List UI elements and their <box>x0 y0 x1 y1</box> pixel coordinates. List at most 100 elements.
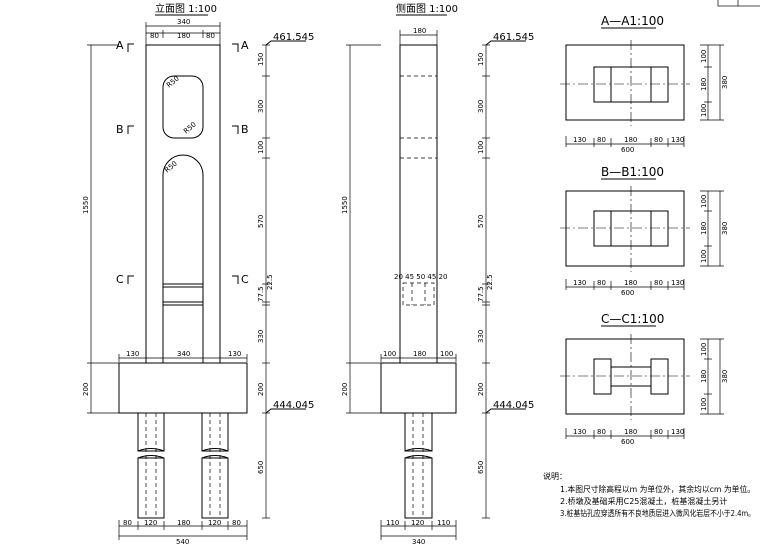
dim-front-seg-300: 300 <box>257 100 265 113</box>
dim-b-130-right: 130 <box>671 279 684 287</box>
dim-side-cap-100-right: 100 <box>440 350 453 358</box>
svg-text:444.045: 444.045 <box>273 400 314 411</box>
svg-text:461.545: 461.545 <box>273 32 314 43</box>
dim-bottom-80-left: 80 <box>123 519 132 527</box>
dim-a-130-right: 130 <box>671 136 684 144</box>
dim-b-v100-bottom: 100 <box>700 250 708 263</box>
svg-text:A: A <box>241 39 249 52</box>
title-block-fragment <box>717 0 760 7</box>
dim-side-seg-570: 570 <box>477 215 485 228</box>
dim-c-total: 600 <box>621 438 634 446</box>
dim-bottom-180: 180 <box>177 519 190 527</box>
svg-text:B: B <box>241 123 249 136</box>
dim-front-seg-150: 150 <box>257 53 265 66</box>
dim-front-seg-775: 77.5 <box>257 286 265 302</box>
section-a-view: A—A1:100 130 80 180 80 130 600 100 180 1… <box>560 14 729 154</box>
dim-side-seg-200: 200 <box>477 383 485 396</box>
svg-text:A: A <box>116 39 124 52</box>
side-pile <box>404 412 433 519</box>
dim-a-80-right: 80 <box>654 136 663 144</box>
dim-c-v100-bottom: 100 <box>700 398 708 411</box>
pile-left <box>137 412 165 519</box>
radius-label-b: R50 <box>182 121 198 136</box>
side-beam-detail <box>402 282 435 306</box>
dim-bottom-total: 540 <box>176 538 189 546</box>
notes-line-3: 3.桩基钻孔应穿透所有不良地质层进入微风化岩层不小于2.4m。 <box>560 508 755 518</box>
section-marker-c: C C <box>116 273 249 286</box>
dim-a-v100-bottom: 100 <box>700 104 708 117</box>
section-c-view: C—C1:100 130 80 180 80 130 600 100 180 1… <box>560 312 729 446</box>
dim-c-130-right: 130 <box>671 428 684 436</box>
dim-side-cap-180: 180 <box>413 350 426 358</box>
dim-side-bottom-total: 340 <box>412 538 425 546</box>
svg-text:C: C <box>116 273 124 286</box>
radius-label-c: R50 <box>163 160 179 175</box>
side-pile-cap <box>380 362 457 414</box>
dim-cap-130-left: 130 <box>126 350 139 358</box>
dim-b-v180: 180 <box>700 222 708 235</box>
dim-bottom-80-right: 80 <box>232 519 241 527</box>
dim-c-130-left: 130 <box>573 428 586 436</box>
dim-side-seg-330: 330 <box>477 330 485 343</box>
dim-side-seg-100: 100 <box>477 141 485 154</box>
dim-side-detail: 20 45 50 45 20 <box>394 273 447 281</box>
dim-b-180: 180 <box>624 279 637 287</box>
radius-label-a: R50 <box>165 75 181 90</box>
pier-column <box>145 44 221 364</box>
dim-a-v180: 180 <box>700 78 708 91</box>
dim-side-top-180: 180 <box>413 27 426 35</box>
dim-side-seg-300: 300 <box>477 100 485 113</box>
dim-front-top-width: 340 <box>177 18 190 26</box>
dim-c-vtotal: 380 <box>721 370 729 383</box>
dim-side-bottom-110-left: 110 <box>386 519 399 527</box>
section-c-pad-left <box>593 358 612 395</box>
svg-text:C: C <box>241 273 249 286</box>
dim-front-top-180: 180 <box>177 32 190 40</box>
side-elevation-view: 侧面图 1:100 180 20 45 50 45 20 100 180 100 <box>341 2 534 546</box>
dim-side-cap-100-left: 100 <box>383 350 396 358</box>
dim-c-80-left: 80 <box>597 428 606 436</box>
dim-c-v180: 180 <box>700 370 708 383</box>
svg-text:B: B <box>116 123 124 136</box>
dim-cap-340: 340 <box>177 350 190 358</box>
dim-front-cap-200: 200 <box>82 383 90 396</box>
dim-b-80-right: 80 <box>654 279 663 287</box>
dim-side-cap-200-left: 200 <box>341 383 349 396</box>
dim-b-130-left: 130 <box>573 279 586 287</box>
dim-front-top-80-left: 80 <box>150 32 159 40</box>
dim-front-seg-330: 330 <box>257 330 265 343</box>
dim-side-seg-775: 77.5 <box>477 286 485 302</box>
dim-side-seg-225: 22.5 <box>486 274 494 290</box>
front-elevation-view: 立面图 1:100 340 80 180 80 R50 R50 R50 A <box>82 2 314 546</box>
dim-c-180: 180 <box>624 428 637 436</box>
dim-front-seg-570: 570 <box>257 215 265 228</box>
pile-cap <box>118 362 248 414</box>
window-lower <box>162 154 204 270</box>
dim-cap-130-right: 130 <box>228 350 241 358</box>
section-c-outline <box>565 338 685 415</box>
section-b-view: B—B1:100 130 80 180 80 130 600 100 180 1… <box>560 165 729 297</box>
dim-front-seg-225: 22.5 <box>266 274 274 290</box>
side-view-title: 侧面图 1:100 <box>396 2 458 15</box>
notes-line-1: 1.本图尺寸除高程以m 为单位外，其余均以cm 为单位。 <box>560 484 755 494</box>
svg-text:444.045: 444.045 <box>493 400 534 411</box>
dim-front-top-80-right: 80 <box>206 32 215 40</box>
dim-b-v100-top: 100 <box>700 195 708 208</box>
dim-bottom-120-right: 120 <box>208 519 221 527</box>
dim-side-total-height: 1550 <box>341 196 349 214</box>
section-c-pad-right <box>650 358 669 395</box>
dim-a-80-left: 80 <box>597 136 606 144</box>
front-view-title: 立面图 1:100 <box>155 2 217 15</box>
dim-side-bottom-120: 120 <box>411 519 424 527</box>
elevation-marker-top: 461.545 <box>265 32 314 46</box>
section-a-outline <box>565 44 685 121</box>
elevation-marker-bottom: 444.045 <box>265 400 314 414</box>
svg-text:461.545: 461.545 <box>493 32 534 43</box>
dim-a-vtotal: 380 <box>721 76 729 89</box>
dim-b-vtotal: 380 <box>721 222 729 235</box>
section-b-outline <box>565 190 685 267</box>
dim-bottom-120-left: 120 <box>144 519 157 527</box>
pile-right <box>201 412 229 519</box>
side-column <box>399 44 438 364</box>
